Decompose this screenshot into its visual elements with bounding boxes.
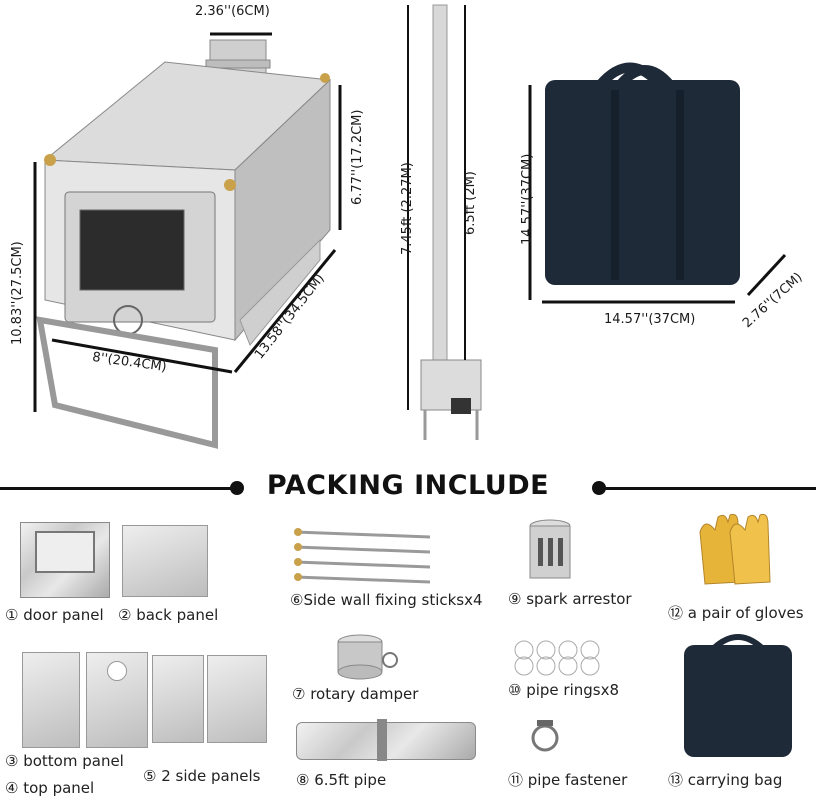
pipe-image [296, 719, 476, 761]
bottom-panel-image [22, 652, 80, 748]
list-item: ⑦ rotary damper [292, 685, 419, 703]
list-item: ⑨ spark arrestor [508, 590, 632, 608]
list-item: ④ top panel [5, 779, 95, 797]
fixing-sticks-image [294, 528, 431, 584]
carrying-bag-handle [711, 634, 765, 651]
bag-drawing [528, 62, 787, 304]
divider-dot-left [230, 481, 244, 495]
side-panel-image-1 [152, 655, 204, 743]
side-panel-image-2 [207, 655, 267, 743]
list-item: ⑩ pipe ringsx8 [508, 681, 620, 699]
list-item: ② back panel [118, 606, 219, 624]
bag-height-label: 14.57''(37CM) [520, 153, 535, 245]
rotary-damper-image [337, 634, 398, 680]
pipe-drawing [407, 4, 482, 440]
list-item: ⑧ 6.5ft pipe [296, 771, 387, 789]
pipe-total-height-label: 7.45ft (2.27M) [400, 162, 415, 255]
bag-width-label: 14.57''(37CM) [604, 312, 696, 327]
section-title: PACKING INCLUDE [266, 470, 550, 501]
pipe-rings-image [514, 640, 600, 676]
list-item: ① door panel [5, 606, 104, 624]
list-item: ③ bottom panel [5, 752, 124, 770]
divider-line-left [0, 487, 236, 490]
chimney-diameter-label: 2.36''(6CM) [195, 4, 270, 19]
pipe-height-label: 6.5ft (2M) [463, 171, 478, 235]
spark-arrestor-image [529, 519, 571, 579]
divider-line-right [600, 487, 816, 490]
gloves-image [699, 513, 771, 585]
door-panel-image [20, 522, 110, 598]
list-item: ⑤ 2 side panels [143, 767, 261, 785]
divider-dot-right [592, 481, 606, 495]
carrying-bag-large [545, 80, 740, 285]
list-item: ⑥Side wall fixing sticksx4 [290, 591, 483, 609]
list-item: ⑪ pipe fastener [508, 771, 628, 789]
pipe-fastener-image [531, 720, 559, 752]
carrying-bag-image [684, 645, 792, 757]
list-item: ⑬ carrying bag [668, 771, 783, 789]
back-panel-image [122, 525, 208, 597]
top-panel-image [86, 652, 148, 748]
stove-drawing [33, 32, 342, 449]
stove-total-height-label: 10.83''(27.5CM) [10, 241, 25, 345]
list-item: ⑫ a pair of gloves [668, 604, 804, 622]
stove-top-height-label: 6.77''(17.2CM) [350, 109, 365, 205]
